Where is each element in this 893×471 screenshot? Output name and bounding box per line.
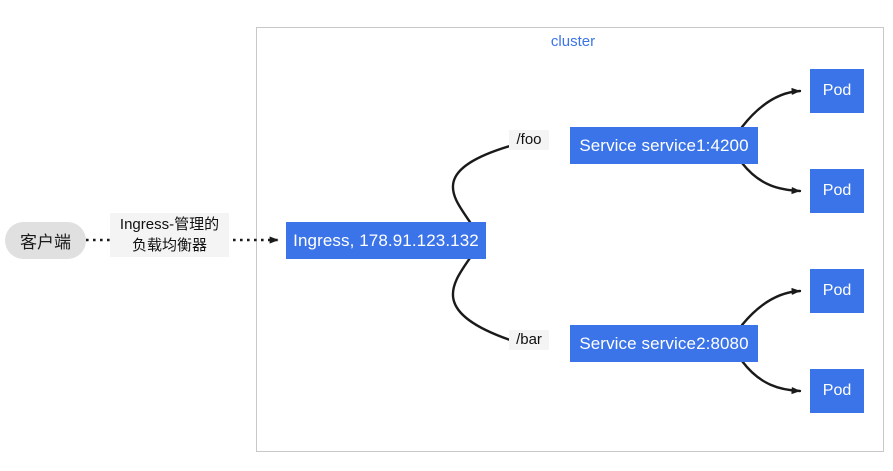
- service-node-service2-label: Service service2:8080: [579, 333, 749, 353]
- pod-node-4-label: Pod: [822, 382, 852, 399]
- edge-ingress-to-service2: [451, 256, 547, 346]
- service-node-service1[interactable]: Service service1:4200: [570, 127, 758, 164]
- pod-node-3-label: Pod: [822, 282, 852, 299]
- pod-node-1-label: Pod: [822, 82, 852, 99]
- client-node[interactable]: 客户端: [5, 222, 86, 259]
- service-node-service2[interactable]: Service service2:8080: [570, 325, 758, 362]
- pod-node-2[interactable]: Pod: [810, 169, 864, 213]
- pod-node-1[interactable]: Pod: [810, 69, 864, 113]
- cluster-label: cluster: [550, 33, 596, 50]
- ingress-edge-label-line2: 负载均衡器: [131, 237, 207, 254]
- edge-service1-to-pod2: [740, 161, 802, 195]
- ingress-node-label: Ingress, 178.91.123.132: [293, 230, 479, 250]
- route-label-bar: /bar: [509, 330, 549, 350]
- service-node-service1-label: Service service1:4200: [579, 135, 749, 155]
- pod-node-3[interactable]: Pod: [810, 269, 864, 313]
- client-node-label: 客户端: [20, 233, 71, 252]
- route-label-foo: /foo: [509, 130, 549, 150]
- pod-node-2-label: Pod: [822, 182, 852, 199]
- ingress-edge-label: Ingress-管理的 负载均衡器: [110, 213, 229, 257]
- ingress-node[interactable]: Ingress, 178.91.123.132: [286, 222, 486, 259]
- edge-service2-to-pod4: [740, 359, 802, 395]
- edge-ingress-to-service1: [451, 140, 547, 224]
- pod-node-4[interactable]: Pod: [810, 369, 864, 413]
- edge-service1-to-pod1: [740, 87, 802, 129]
- ingress-edge-label-line1: Ingress-管理的: [119, 216, 220, 233]
- edge-service2-to-pod3: [740, 287, 802, 327]
